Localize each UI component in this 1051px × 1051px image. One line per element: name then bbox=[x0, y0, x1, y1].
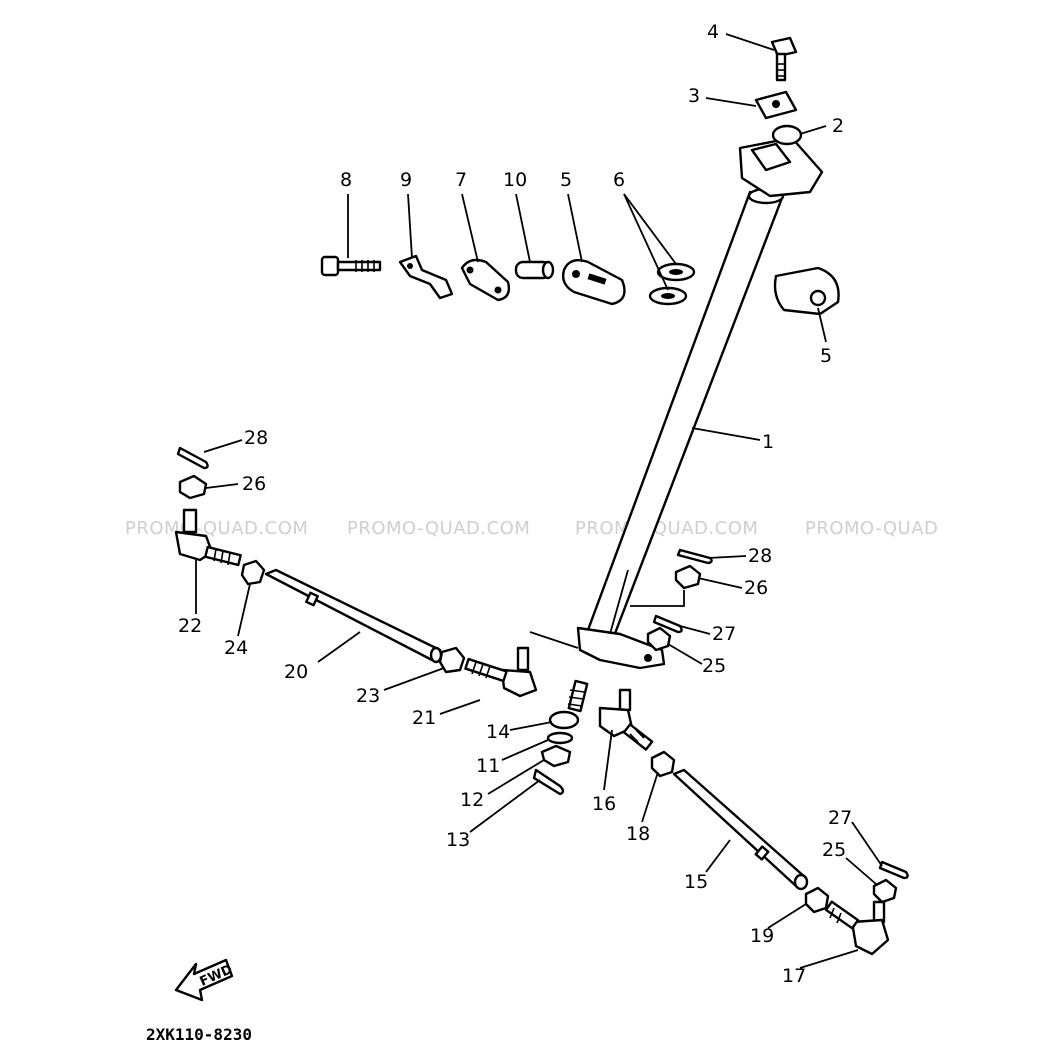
callout-28b: 28 bbox=[748, 545, 772, 567]
watermark: PROMO-QUAD.COM bbox=[125, 518, 308, 539]
callout-22: 22 bbox=[178, 615, 202, 637]
callout-25a: 25 bbox=[702, 655, 726, 677]
washer-part-6 bbox=[648, 262, 696, 306]
forward-direction-arrow: FWD bbox=[174, 958, 235, 1002]
bolt-part-4 bbox=[770, 36, 798, 82]
pitman-arm bbox=[567, 626, 666, 713]
callout-2: 2 bbox=[832, 115, 844, 137]
callout-13: 13 bbox=[446, 829, 470, 851]
callout-21: 21 bbox=[412, 707, 436, 729]
cotter-pin-part-13 bbox=[532, 768, 565, 796]
nut-part-25-mid bbox=[646, 626, 672, 652]
tie-rod-part-20 bbox=[264, 568, 443, 664]
callout-25b: 25 bbox=[822, 839, 846, 861]
callout-26b: 26 bbox=[744, 577, 768, 599]
tie-rod-end-part-16 bbox=[598, 688, 654, 751]
callout-12: 12 bbox=[460, 789, 484, 811]
leader-lines bbox=[195, 33, 883, 969]
bushing-part-5-right bbox=[773, 266, 840, 316]
watermark: PROMO-QUAD bbox=[805, 518, 938, 539]
callout-27a: 27 bbox=[712, 623, 736, 645]
nut-part-25-right bbox=[872, 878, 898, 904]
collar-part-10 bbox=[514, 260, 555, 280]
callout-28a: 28 bbox=[244, 427, 268, 449]
washer-part-11 bbox=[546, 731, 574, 745]
callout-19: 19 bbox=[750, 925, 774, 947]
tie-rod-end-part-21 bbox=[464, 646, 538, 698]
callout-4: 4 bbox=[707, 21, 719, 43]
column-holder-top bbox=[738, 136, 824, 198]
callout-1: 1 bbox=[762, 431, 774, 453]
callout-9: 9 bbox=[400, 169, 412, 191]
callout-5b: 5 bbox=[820, 345, 832, 367]
callout-7: 7 bbox=[455, 169, 467, 191]
tie-rod-part-15 bbox=[672, 768, 809, 891]
callout-26a: 26 bbox=[242, 473, 266, 495]
callout-27b: 27 bbox=[828, 807, 852, 829]
bushing-part-5-left bbox=[561, 259, 626, 306]
callout-8: 8 bbox=[340, 169, 352, 191]
nut-part-26-left bbox=[178, 474, 208, 500]
nut-part-18 bbox=[650, 750, 676, 778]
callout-17: 17 bbox=[782, 965, 806, 987]
diagram-code: 2XK110-8230 bbox=[146, 1025, 252, 1044]
collar-part-2 bbox=[771, 124, 803, 146]
cotter-pin-part-28-mid bbox=[676, 548, 713, 565]
nut-part-23 bbox=[438, 646, 466, 674]
callout-20: 20 bbox=[284, 661, 308, 683]
watermark-row: PROMO-QUAD.COM PROMO-QUAD.COM PROMO-QUAD… bbox=[125, 518, 938, 539]
nut-part-12 bbox=[540, 744, 572, 768]
callout-18: 18 bbox=[626, 823, 650, 845]
callout-24: 24 bbox=[224, 637, 248, 659]
nut-part-24 bbox=[240, 559, 266, 586]
assembly-guide-lines bbox=[529, 569, 685, 649]
spacer-part-14 bbox=[548, 710, 580, 730]
bolt-part-8 bbox=[320, 255, 382, 277]
callout-3: 3 bbox=[688, 85, 700, 107]
callout-11: 11 bbox=[476, 755, 500, 777]
plate-part-7 bbox=[460, 258, 511, 302]
callout-23: 23 bbox=[356, 685, 380, 707]
tie-rod-end-part-17 bbox=[824, 900, 890, 956]
cotter-pin-part-28-left bbox=[176, 446, 209, 470]
tie-rod-end-part-22 bbox=[174, 508, 242, 567]
nut-part-19 bbox=[804, 886, 830, 914]
lock-plate-part-9 bbox=[398, 254, 454, 300]
callout-15: 15 bbox=[684, 871, 708, 893]
holder-part-3 bbox=[754, 90, 798, 120]
callout-16: 16 bbox=[592, 793, 616, 815]
callout-14: 14 bbox=[486, 721, 510, 743]
callout-labels: 4 3 2 8 9 7 10 5 6 5 1 28 26 22 24 20 23… bbox=[178, 21, 852, 987]
watermark: PROMO-QUAD.COM bbox=[347, 518, 530, 539]
cotter-pin-part-27-right bbox=[878, 860, 909, 880]
callout-6: 6 bbox=[613, 169, 625, 191]
callout-10: 10 bbox=[503, 169, 527, 191]
callout-5a: 5 bbox=[560, 169, 572, 191]
nut-part-26-mid bbox=[674, 564, 702, 590]
watermark: PROMO-QUAD.COM bbox=[575, 518, 758, 539]
